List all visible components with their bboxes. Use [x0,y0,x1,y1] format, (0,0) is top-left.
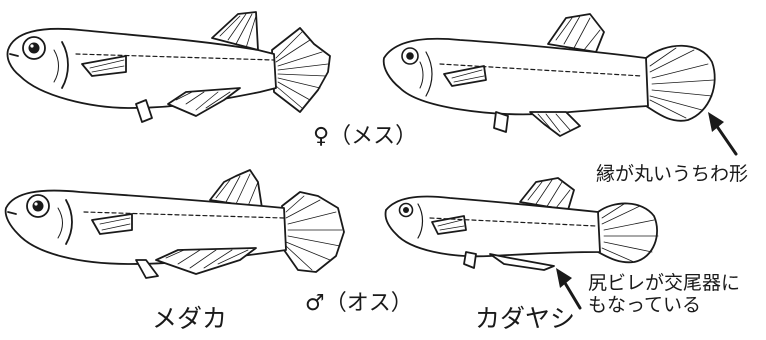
male-label: ♂（オス） [305,293,413,315]
medaka-label: メダカ [152,306,227,331]
medaka-female-fish [0,0,340,140]
kadayashi-male-fish [380,172,680,282]
female-label: ♀（メス） [313,126,417,148]
kadayashi-female-fish [380,0,740,150]
anal-fin-note-line2: もなっている [588,294,740,316]
tail-shape-note: 縁が丸いうちわ形 [596,163,748,185]
anal-fin-note-line1: 尻ビレが交尾器に [588,272,740,294]
kadayashi-label: カダヤシ [475,306,575,331]
anal-fin-note: 尻ビレが交尾器に もなっている [588,272,740,317]
tail-shape-arrow [704,110,744,160]
medaka-male-fish [0,168,360,288]
